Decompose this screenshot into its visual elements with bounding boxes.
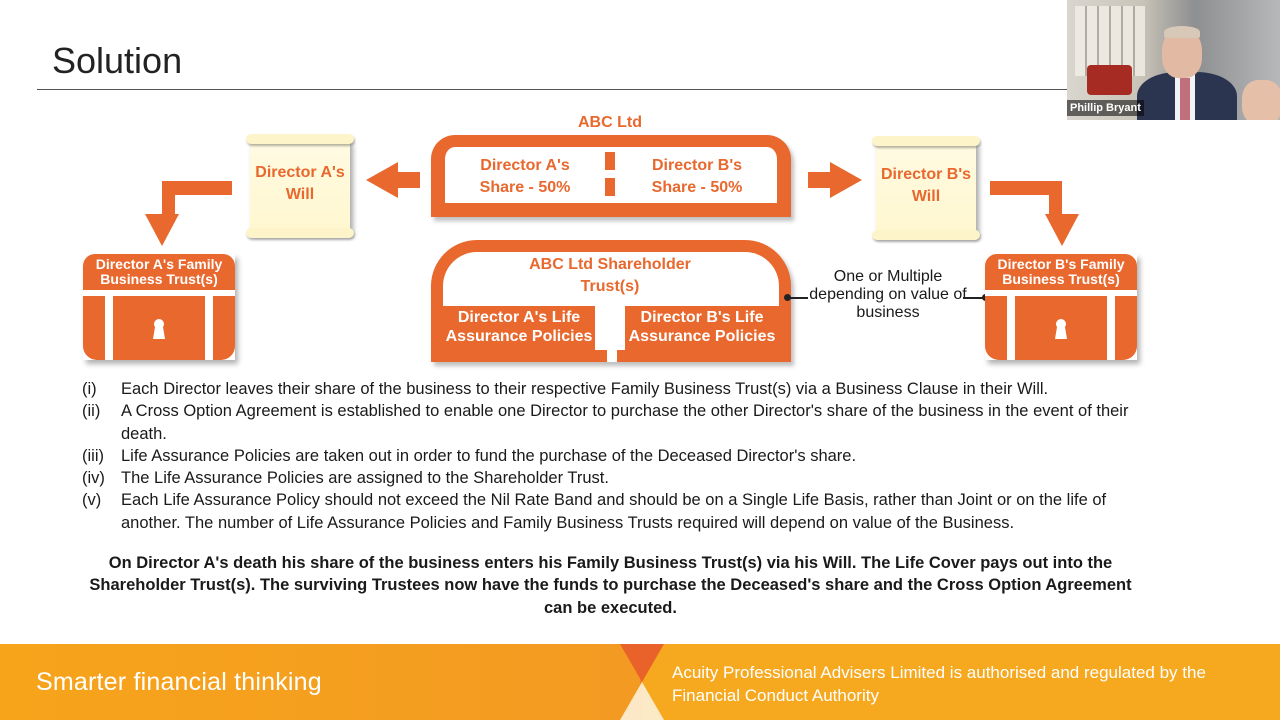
list-item-number: (i) [82, 380, 97, 398]
list-item-text: The Life Assurance Policies are assigned… [121, 469, 609, 488]
chest-strap [1107, 296, 1115, 360]
summary-text: On Director A's death his share of the b… [89, 554, 1132, 617]
footer-chevron-light-icon [620, 682, 664, 720]
chest-strap [1007, 296, 1015, 360]
chest-band [83, 290, 235, 296]
connector-dot-left [784, 294, 791, 301]
arrow-to-will-a-icon [366, 162, 420, 198]
video-thumbnail[interactable]: Phillip Bryant [1067, 0, 1280, 120]
policy-b-label: Director B's Life Assurance Policies [625, 306, 779, 352]
chest-lid: Director B's Family Business Trust(s) [985, 254, 1137, 290]
title-divider [37, 89, 1067, 90]
list-item-number: (iii) [82, 446, 104, 465]
will-a-scroll: Director A's Will [246, 134, 354, 238]
company-label: ABC Ltd [578, 114, 642, 131]
shareholder-trust-label: ABC Ltd Shareholder Trust(s) [529, 256, 691, 295]
list-item-number: (v) [82, 491, 102, 510]
list-item-text: A Cross Option Agreement is established … [121, 402, 1129, 443]
trust-b-chest: Director B's Family Business Trust(s) [985, 254, 1137, 360]
will-b-scroll: Director B's Will [872, 136, 980, 240]
footer-legal-text: Acuity Professional Advisers Limited is … [672, 663, 1206, 705]
background-window [1075, 6, 1145, 76]
scroll-top-roll [246, 134, 354, 144]
scroll-bottom-roll [246, 228, 354, 238]
presenter-hair [1164, 26, 1200, 38]
list-item-text: Each Director leaves their share of the … [121, 380, 1049, 398]
shareholder-base-left [431, 350, 607, 362]
list-item: (iv) The Life Assurance Policies are ass… [82, 467, 1162, 489]
presenter-hand [1242, 80, 1280, 120]
scroll-top-roll [872, 136, 980, 146]
list-item: (ii) A Cross Option Agreement is establi… [82, 400, 1162, 445]
share-divider [605, 152, 615, 202]
arrow-to-trust-a-icon [145, 181, 232, 246]
list-item: (v) Each Life Assurance Policy should no… [82, 489, 1162, 534]
footer-chevron-icon [620, 644, 664, 682]
connector-line-left [786, 297, 808, 299]
diagram-arrows [145, 162, 1079, 246]
share-box [431, 135, 791, 217]
scroll-bottom-roll [872, 230, 980, 240]
page-title: Solution [52, 40, 183, 81]
list-item: (i) Each Director leaves their share of … [82, 378, 1162, 400]
participant-name-label: Phillip Bryant [1067, 100, 1144, 116]
connector-line-right [963, 297, 985, 299]
chest-strap [105, 296, 113, 360]
list-item-text: Each Life Assurance Policy should not ex… [121, 491, 1107, 532]
keyhole-icon [153, 319, 165, 339]
will-a-label: Director A's Will [255, 164, 345, 203]
will-b-label: Director B's Will [880, 166, 972, 205]
trust-b-label: Director B's Family Business Trust(s) [997, 256, 1125, 287]
list-item-number: (ii) [82, 402, 101, 421]
chest-strap [205, 296, 213, 360]
footer-banner: Smarter financial thinking Acuity Profes… [0, 644, 1280, 720]
policy-a-label: Director A's Life Assurance Policies [443, 306, 595, 352]
presenter-tie [1180, 78, 1190, 120]
keyhole-icon [1055, 319, 1067, 339]
chest-lid: Director A's Family Business Trust(s) [83, 254, 235, 290]
chest-band [985, 290, 1137, 296]
trust-a-chest: Director A's Family Business Trust(s) [83, 254, 235, 360]
list-item: (iii) Life Assurance Policies are taken … [82, 445, 1162, 467]
arrow-to-will-b-icon [808, 162, 862, 198]
trust-a-label: Director A's Family Business Trust(s) [95, 256, 223, 287]
background-chair [1087, 65, 1132, 95]
footer-right-panel [642, 644, 1280, 720]
share-a-label: Director A's Share - 50% [479, 157, 571, 196]
shareholder-base-right [617, 350, 791, 362]
list-item-number: (iv) [82, 469, 105, 488]
footer-tagline: Smarter financial thinking [36, 668, 322, 696]
points-list: (i) Each Director leaves their share of … [82, 378, 1162, 534]
share-b-label: Director B's Share - 50% [651, 157, 743, 196]
footer-left-panel [0, 644, 640, 720]
list-item-text: Life Assurance Policies are taken out in… [121, 446, 857, 465]
multiple-note: One or Multiple depending on value of bu… [809, 268, 967, 321]
arrow-to-trust-b-icon [990, 181, 1079, 246]
